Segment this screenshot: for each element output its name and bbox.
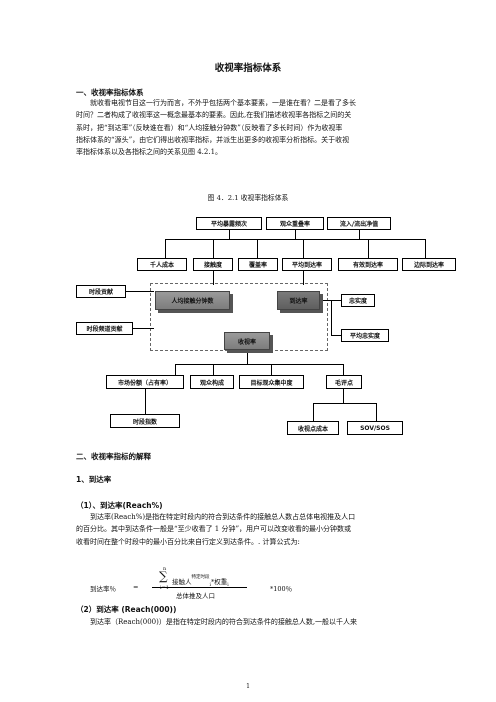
subsection-1a-heading: （1）、到达率(Reach%)	[76, 501, 163, 510]
box-avg-contact-minutes: 人均接触分钟数	[155, 291, 230, 310]
box-market-share: 市场份额（占有率）	[106, 375, 184, 389]
paragraph-line: 收看时间在整个时段中的最小百分比来自行定义到达条件。. 计算公式为:	[76, 537, 300, 546]
formula-tail: *100％	[270, 585, 293, 593]
box-cost-per-rating-point: 收视点成本	[287, 421, 339, 435]
page-number: 1	[246, 683, 250, 690]
box-time-slot-index: 时段指数	[110, 414, 180, 428]
weight-text: *权重	[210, 578, 228, 586]
box-time-slot-contribution: 时段贡献	[76, 285, 126, 298]
section-1-heading: 一、收视率指标体系	[76, 88, 144, 97]
subsection-1a-paragraph: 到达率(Reach%)是指在特定时段内的符合到达条件的接触总人数占总体电视推及人…	[76, 511, 426, 548]
sum-icon: ∑	[159, 569, 168, 583]
box-contact-degree: 接触度	[193, 258, 233, 271]
box-time-slot-channel-contribution: 时段频道贡献	[76, 322, 133, 335]
denominator: 总体推及人口	[176, 592, 215, 600]
box-avg-loyalty: 平均忠实度	[341, 329, 389, 342]
box-sov-sos: SOV/SOS	[347, 421, 403, 435]
box-reach: 到达率	[277, 291, 320, 310]
core-metrics-dashed-region	[150, 283, 328, 351]
box-target-audience-concentration: 目标观众集中度	[239, 375, 304, 389]
box-grp: 毛评点	[326, 375, 362, 389]
paragraph-line: 时间？二者构成了收视率这一概念最基本的要素。因此,在我们描述收视率各指标之间的关	[76, 111, 352, 120]
box-cpm: 千人成本	[137, 258, 187, 271]
paragraph-line: 到达率(Reach%)是指在特定时段内的符合到达条件的接触总人数占总体电视推及人…	[90, 513, 356, 521]
section-2-heading: 二、收视率指标的解释	[76, 452, 151, 461]
box-avg-exposure-frequency: 平均暴露频次	[196, 217, 262, 230]
paragraph-line: 指标体系的“源头”，由它们得出收视率指标，并派生出更多的收视率分析指标。关于收视	[76, 135, 350, 144]
subsection-1b-heading: （2）到达率 (Reach(000))	[76, 605, 177, 614]
paragraph-line: 到达率（Reach(000)）是指在特定时段内的符合到达条件的接触总人数,一般以…	[90, 618, 358, 626]
numerator-text: 接触人	[172, 578, 192, 586]
page-title: 收视率指标体系	[214, 63, 282, 74]
box-rating: 收视率	[224, 332, 270, 350]
sum-top: n	[163, 566, 167, 572]
subsection-1-heading: 1、到达率	[76, 475, 112, 484]
box-marginal-reach: 边际到达率	[402, 258, 456, 271]
numerator-sup: 特定时段	[191, 575, 210, 580]
weight-sub: i	[227, 583, 229, 588]
sum-bottom: i=1	[160, 585, 169, 591]
subsection-1b-paragraph: 到达率（Reach(000)）是指在特定时段内的符合到达条件的接触总人数,一般以…	[76, 616, 426, 628]
box-loyalty: 忠实度	[341, 294, 375, 307]
formula-eq: =	[133, 583, 139, 591]
paragraph-line: 的百分比。其中到达条件一般是“至少收看了 1 分钟”，用户可以改变收看的最小分钟…	[76, 525, 352, 534]
formula-lhs: 到达率％	[90, 585, 116, 593]
box-coverage: 覆盖率	[238, 258, 278, 271]
numerator: 接触人特定时段 i*权重i	[172, 574, 229, 588]
numerator-sub: i	[209, 583, 211, 588]
paragraph-line: 系时，把“到达率”（反映谁在看）和“人均接触分钟数”（反映看了多长时间）作为收视…	[76, 123, 343, 132]
box-effective-reach: 有效到达率	[338, 258, 398, 271]
box-inflow-outflow: 流入/流出净值	[327, 217, 391, 230]
paragraph-line: 率指标体系以及各指标之间的关系见图 4.2.1。	[76, 148, 223, 157]
box-audience-overlap: 观众重叠率	[266, 217, 324, 230]
paragraph-line: 就收看电视节目这一行为而言，不外乎包括两个基本要素，一是谁在看？二是看了多长	[90, 99, 356, 107]
figure-caption: 图 4．2.1 收视率指标体系	[207, 194, 289, 202]
box-audience-composition: 观众构成	[190, 375, 234, 389]
box-avg-reach: 平均到达率	[282, 258, 332, 271]
section-1-paragraph: 就收看电视节目这一行为而言，不外乎包括两个基本要素，一是谁在看？二是看了多长 时…	[76, 97, 426, 158]
